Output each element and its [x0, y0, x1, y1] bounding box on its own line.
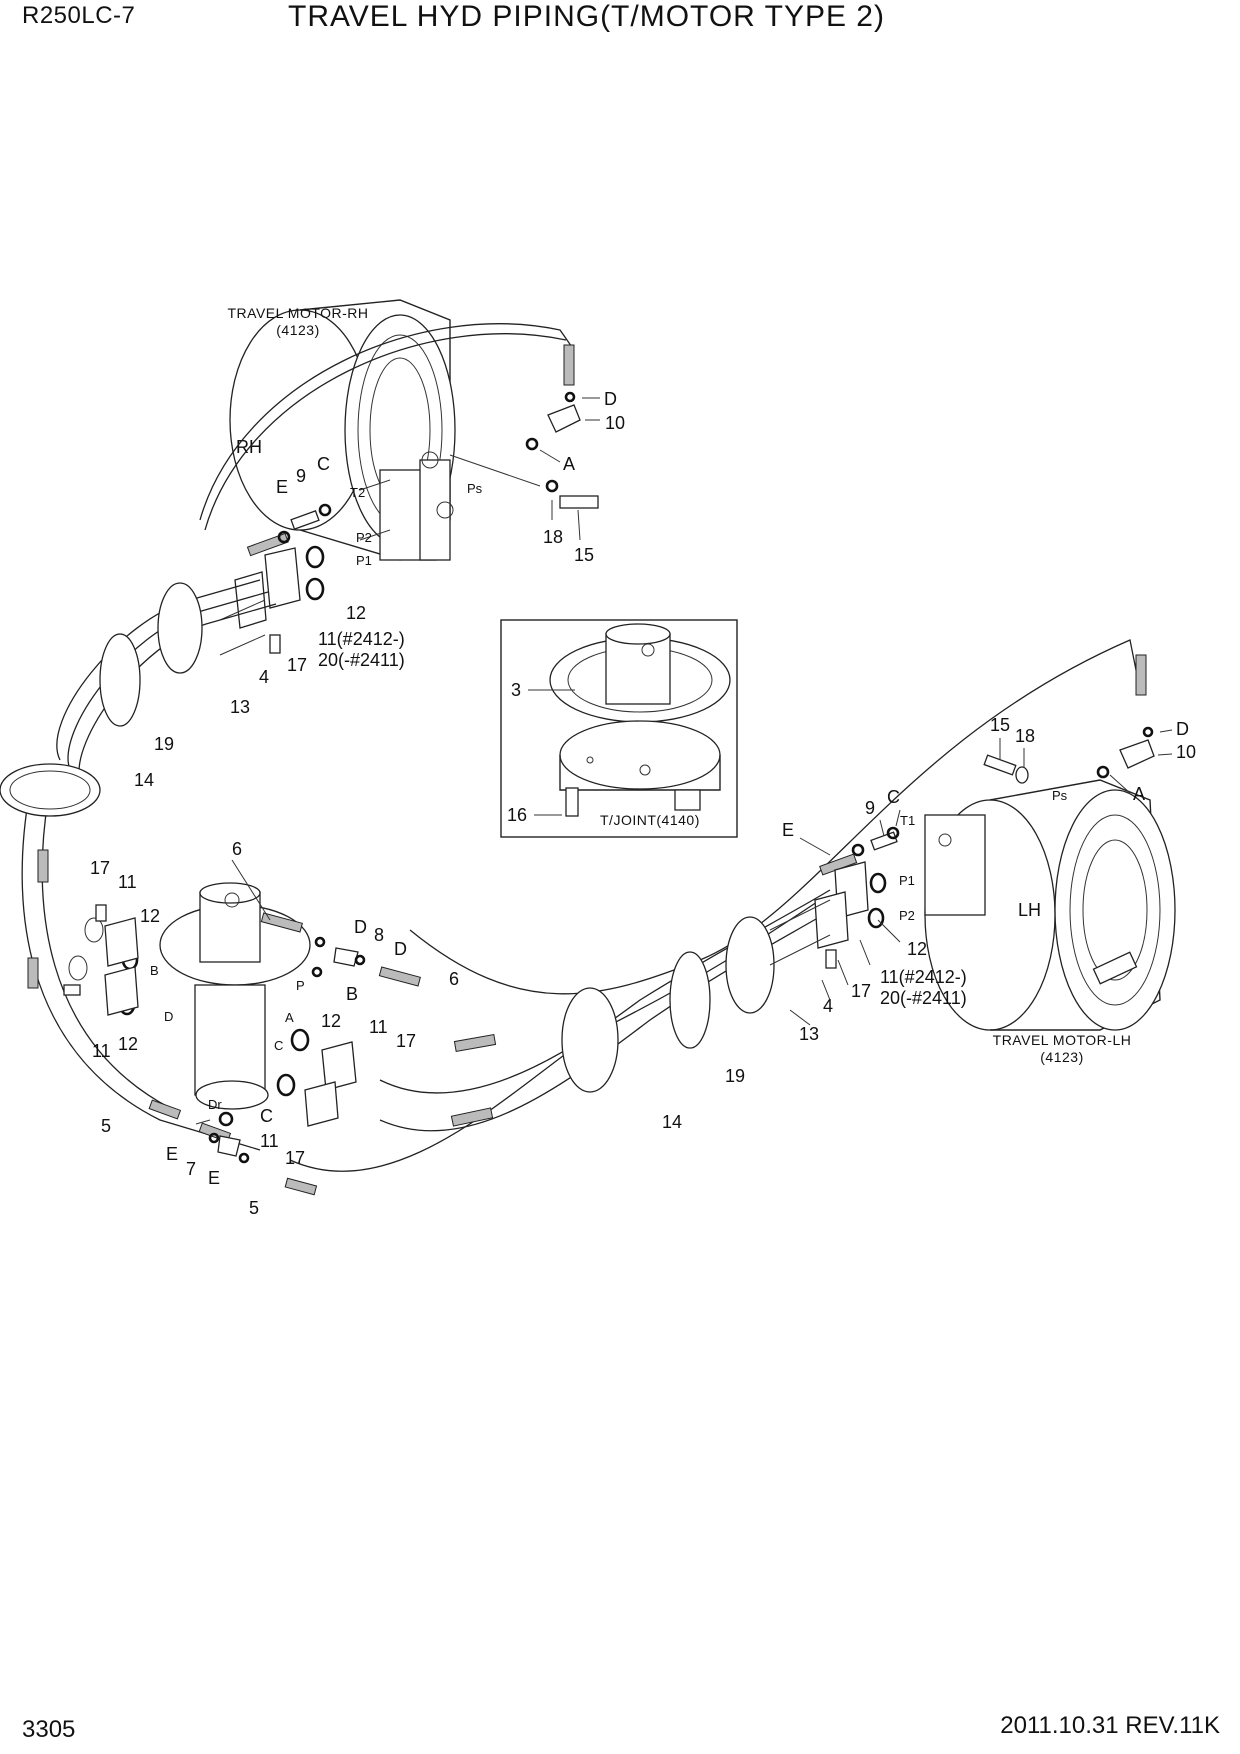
callout-6-bottom: 6 — [449, 969, 459, 989]
callout-11-left-bottom: 11 — [92, 1041, 111, 1061]
callout-18-rh: 18 — [543, 527, 563, 547]
callout-12-lh: 12 — [907, 939, 927, 959]
callout-10-lh: 10 — [1176, 742, 1196, 762]
page-title: TRAVEL HYD PIPING(T/MOTOR TYPE 2) — [288, 0, 885, 33]
callout-3-inset: 3 — [511, 680, 521, 700]
port-p1-lh: P1 — [899, 873, 915, 888]
callout-d-swivel-1: D — [354, 917, 367, 937]
callout-11-left-top: 11 — [118, 872, 137, 892]
callout-15-lh: 15 — [990, 715, 1010, 735]
callout-18-lh: 18 — [1015, 726, 1035, 746]
callout-d-lh: D — [1176, 719, 1189, 739]
hose-bundle — [0, 579, 1147, 1196]
motor-lh-caption: TRAVEL MOTOR-LH — [993, 1032, 1132, 1048]
callout-17-swivel-bottom: 17 — [285, 1148, 305, 1168]
callout-16-inset: 16 — [507, 805, 527, 825]
port-t2-rh: T2 — [350, 485, 365, 500]
callout-4-rh: 4 — [259, 667, 269, 687]
inset-caption: T/JOINT(4140) — [600, 812, 700, 828]
callout-5-bottom: 5 — [249, 1198, 259, 1218]
callout-11-lh-long: 11(#2412-) — [880, 967, 967, 987]
port-a-swivel: A — [285, 1010, 294, 1025]
callout-10-rh: 10 — [605, 413, 625, 433]
callout-e-lower-1: E — [166, 1144, 178, 1164]
motor-rh-ref: (4123) — [276, 322, 319, 338]
callout-c-rh: C — [317, 454, 330, 474]
port-p1-rh: P1 — [356, 553, 372, 568]
callout-15-rh: 15 — [574, 545, 594, 565]
callout-7: 7 — [186, 1159, 196, 1179]
callout-12-left-bottom: 12 — [118, 1034, 138, 1054]
callout-13-rh: 13 — [230, 697, 250, 717]
callout-e-lower-2: E — [208, 1168, 220, 1188]
callout-20-lh-long: 20(-#2411) — [880, 988, 967, 1008]
callout-19-bottom: 19 — [725, 1066, 745, 1086]
callout-e-lh: E — [782, 820, 794, 840]
port-d-swivel: D — [164, 1009, 173, 1024]
swivel-fittings — [63, 904, 421, 1164]
callout-e-rh: E — [276, 477, 288, 497]
port-ps-rh: Ps — [467, 481, 483, 496]
motor-rh-caption: TRAVEL MOTOR-RH — [227, 305, 368, 321]
travel-motor-rh — [229, 299, 456, 561]
callout-19-rh: 19 — [154, 734, 174, 754]
callout-13-lh: 13 — [799, 1024, 819, 1044]
model-code: R250LC-7 — [22, 2, 136, 29]
callout-17-rh: 17 — [287, 655, 307, 675]
callout-14-left: 14 — [134, 770, 154, 790]
motor-lh-ref: (4123) — [1040, 1049, 1083, 1065]
travel-motor-lh — [924, 779, 1176, 1031]
callout-9-rh: 9 — [296, 466, 306, 486]
callout-14-bottom: 14 — [662, 1112, 682, 1132]
callout-a-lh: A — [1133, 784, 1145, 804]
inset-frame — [500, 619, 738, 838]
port-p-swivel: P — [296, 978, 305, 993]
callout-17-lh: 17 — [851, 981, 871, 1001]
callout-11-rh-long: 11(#2412-) — [318, 629, 405, 649]
callout-6-top: 6 — [232, 839, 242, 859]
port-ps-lh: Ps — [1052, 788, 1068, 803]
port-p2-rh: P2 — [356, 530, 372, 545]
callout-4-lh: 4 — [823, 996, 833, 1016]
revision-date: 2011.10.31 REV.11K — [1000, 1712, 1220, 1739]
motor-lh-side-label: LH — [1018, 900, 1041, 920]
callout-12-rh: 12 — [346, 603, 366, 623]
port-dr-swivel: Dr — [208, 1097, 222, 1112]
callout-5-left: 5 — [101, 1116, 111, 1136]
callout-12-left-top: 12 — [140, 906, 160, 926]
callout-20-rh-long: 20(-#2411) — [318, 650, 405, 670]
callout-11-swivel-bottom: 11 — [260, 1131, 279, 1151]
port-c-swivel: C — [274, 1038, 283, 1053]
callout-c-lh: C — [887, 787, 900, 807]
callout-11-swivel-top: 11 — [369, 1017, 388, 1037]
callout-8-swivel: 8 — [374, 925, 384, 945]
callout-b-swivel: B — [346, 984, 358, 1004]
callout-d-rh-top: D — [604, 389, 617, 409]
callout-17-left: 17 — [90, 858, 110, 878]
inset-t-joint — [549, 623, 731, 817]
port-b-swivel: B — [150, 963, 159, 978]
port-p2-lh: P2 — [899, 908, 915, 923]
port-t1-lh: T1 — [900, 813, 915, 828]
callout-d-swivel-2: D — [394, 939, 407, 959]
callout-a-rh: A — [563, 454, 575, 474]
callout-12-swivel: 12 — [321, 1011, 341, 1031]
callout-c-swivel: C — [260, 1106, 273, 1126]
page-number: 3305 — [22, 1716, 76, 1743]
callout-9-lh: 9 — [865, 798, 875, 818]
callout-17-swivel-top: 17 — [396, 1031, 416, 1051]
lh-top-fittings — [769, 726, 1155, 969]
rh-top-fittings — [199, 323, 599, 531]
rh-side-fittings — [219, 503, 332, 656]
